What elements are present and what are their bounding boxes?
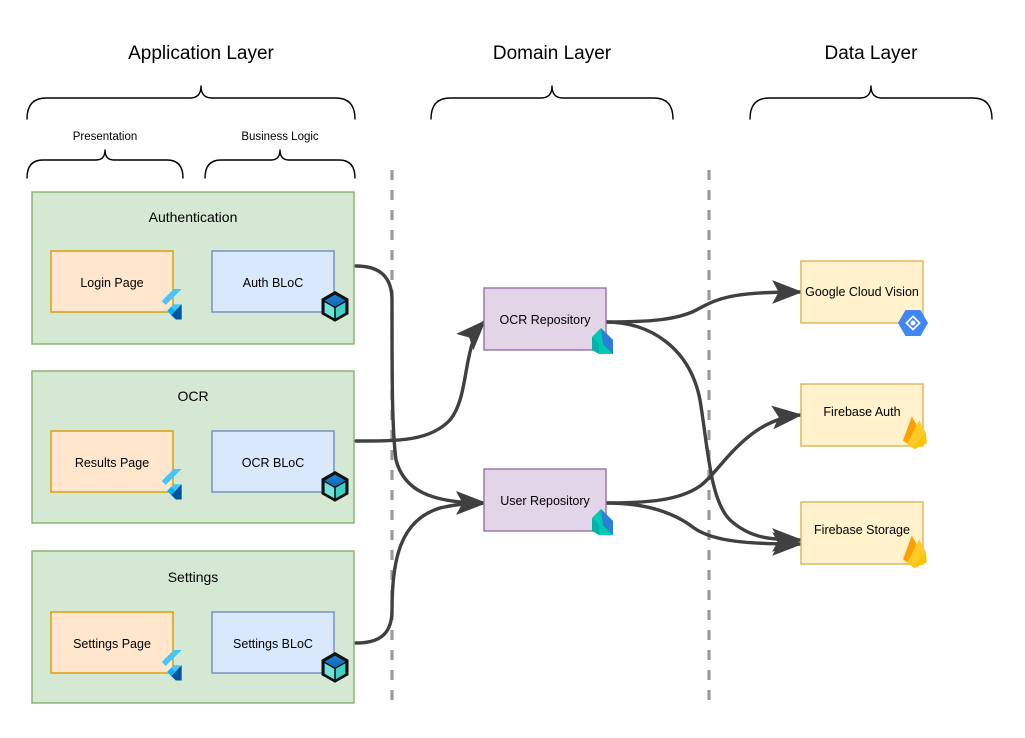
- edge-group: [354, 264, 803, 645]
- sublayer-title-business-logic: Business Logic: [241, 131, 319, 143]
- edge-ocr-bloc-to-ocr-repository: [354, 320, 486, 443]
- node-label-firebase-auth: Firebase Auth: [823, 405, 900, 419]
- node-box-results-page[interactable]: [50, 430, 174, 493]
- bloc-cube-icon: [321, 291, 349, 322]
- node-box-user-repository[interactable]: [483, 468, 607, 532]
- group-title-authentication: Authentication: [149, 209, 238, 225]
- feature-group-authentication[interactable]: Authentication Login Page Auth BLoC: [31, 191, 355, 345]
- data-service-firebase-storage[interactable]: Firebase Storage: [800, 501, 927, 568]
- edge-settings-bloc-to-user-repository: [354, 491, 487, 645]
- data-service-firebase-auth[interactable]: Firebase Auth: [800, 383, 927, 449]
- layer-title-domain: Domain Layer: [493, 43, 612, 64]
- node-box-google-cloud-vision[interactable]: [800, 260, 924, 324]
- node-label-settings-page: Settings Page: [73, 637, 151, 651]
- firebase-icon: [903, 416, 927, 449]
- flutter-icon: [161, 289, 182, 320]
- node-label-login-page: Login Page: [80, 276, 143, 290]
- brace-domain-layer: [430, 85, 674, 120]
- brace-presentation: [26, 149, 184, 179]
- brace-application-layer: [26, 85, 356, 120]
- node-box-ocr-repository[interactable]: [483, 287, 607, 351]
- dart-icon: [592, 509, 613, 535]
- edge-user-repository-to-firebase-storage: [604, 501, 803, 556]
- node-box-auth-bloc[interactable]: [211, 250, 335, 313]
- repository-user-repository[interactable]: User Repository: [483, 468, 613, 535]
- layer-title-application: Application Layer: [128, 43, 274, 64]
- node-label-google-cloud-vision: Google Cloud Vision: [805, 285, 919, 299]
- brace-business-logic: [204, 149, 356, 179]
- node-box-settings-page[interactable]: [50, 611, 174, 674]
- dart-icon: [592, 328, 613, 354]
- node-label-user-repository: User Repository: [500, 494, 590, 508]
- bloc-cube-icon: [321, 471, 349, 502]
- node-label-firebase-storage: Firebase Storage: [814, 523, 910, 537]
- node-box-ocr-bloc[interactable]: [211, 430, 335, 493]
- repository-ocr-repository[interactable]: OCR Repository: [483, 287, 613, 354]
- google-cloud-icon: [898, 310, 928, 336]
- node-label-auth-bloc: Auth BLoC: [243, 276, 303, 290]
- firebase-icon: [903, 535, 927, 568]
- node-label-settings-bloc: Settings BLoC: [233, 637, 313, 651]
- node-label-ocr-repository: OCR Repository: [500, 313, 592, 327]
- data-service-google-cloud-vision[interactable]: Google Cloud Vision: [800, 260, 928, 336]
- brace-data-layer: [749, 85, 993, 120]
- group-title-ocr: OCR: [177, 388, 208, 404]
- edge-ocr-repository-to-firebase-storage: [604, 320, 803, 552]
- edge-ocr-repository-to-google-cloud-vision: [604, 280, 803, 324]
- edge-user-repository-to-firebase-auth: [604, 405, 803, 505]
- node-box-settings-bloc[interactable]: [211, 611, 335, 674]
- sublayer-title-presentation: Presentation: [73, 131, 138, 143]
- bloc-cube-icon: [321, 652, 349, 683]
- flutter-icon: [161, 469, 182, 500]
- node-box-firebase-auth[interactable]: [800, 383, 924, 447]
- edge-auth-bloc-to-user-repository: [354, 264, 487, 515]
- group-title-settings: Settings: [168, 569, 219, 585]
- flutter-icon: [161, 650, 182, 681]
- node-box-login-page[interactable]: [50, 250, 174, 313]
- node-box-firebase-storage[interactable]: [800, 501, 924, 565]
- node-label-ocr-bloc: OCR BLoC: [242, 456, 305, 470]
- feature-group-settings[interactable]: Settings Settings Page Settings BLoC: [31, 550, 355, 704]
- layer-title-data: Data Layer: [825, 43, 919, 64]
- node-label-results-page: Results Page: [75, 456, 149, 470]
- feature-group-ocr[interactable]: OCR Results Page OCR BLoC: [31, 370, 355, 524]
